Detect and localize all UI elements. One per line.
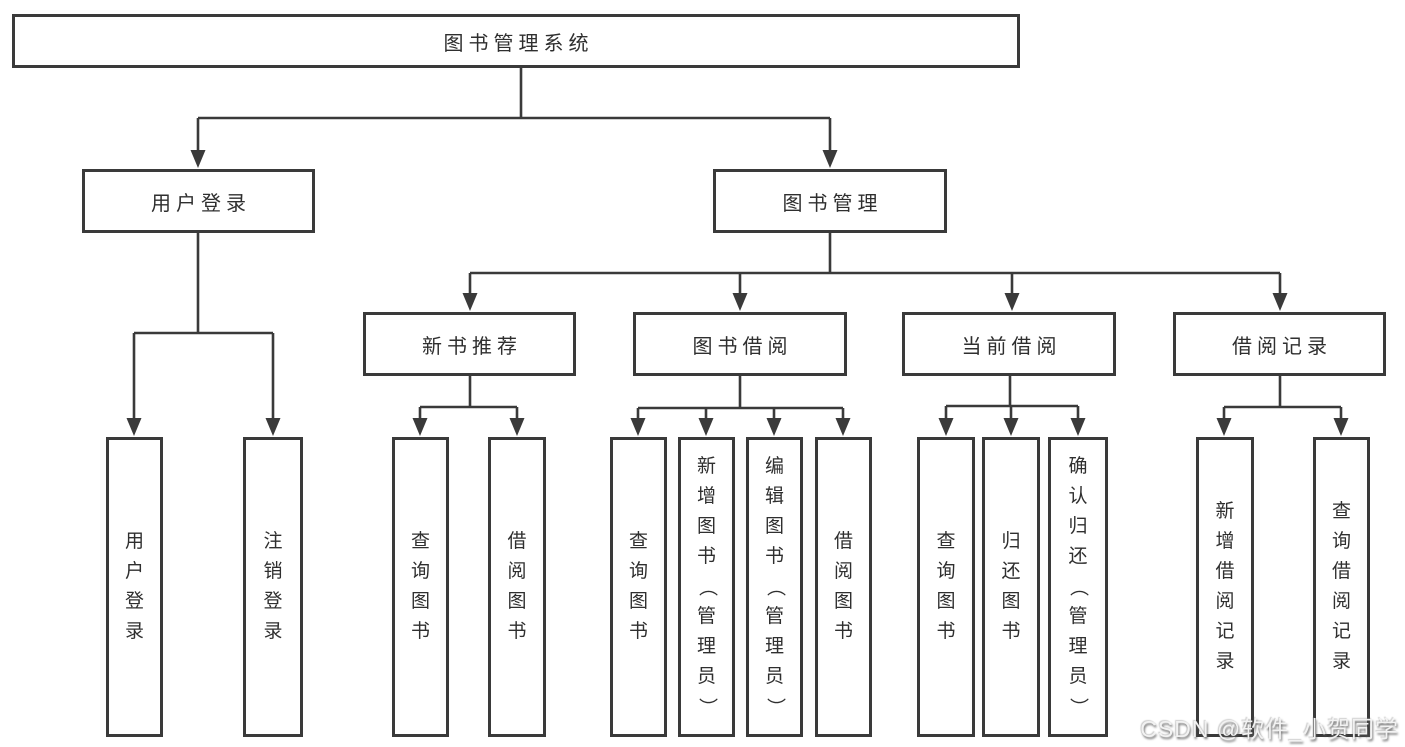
leaf-query-books-borrowing: 查询图书 xyxy=(610,437,667,737)
leaf-edit-books-admin: 编辑图书（管理员） xyxy=(746,437,803,737)
connector-borrowing-records-to-leaves xyxy=(1222,376,1343,420)
node-label: 当前借阅 xyxy=(961,335,1062,358)
node-label: 用户登录 xyxy=(151,192,251,215)
csdn-watermark: CSDN @软件_小贺同学 xyxy=(1140,716,1399,742)
leaf-query-books-recommend: 查询图书 xyxy=(392,437,449,737)
node-label: 归还图书 xyxy=(1001,531,1021,642)
leaf-confirm-return-admin: 确认归还（管理员） xyxy=(1048,437,1108,737)
leaf-user-login: 用户登录 xyxy=(106,437,163,737)
connector-root-to-level2 xyxy=(196,68,832,152)
node-label: 新增图书（管理员） xyxy=(696,456,718,717)
node-label: 查询图书 xyxy=(628,531,648,642)
connector-book-management-to-level3 xyxy=(468,233,1282,295)
leaf-borrow-books: 借阅图书 xyxy=(815,437,872,737)
node-label: 借阅图书 xyxy=(507,531,527,642)
node-label: 借阅记录 xyxy=(1232,335,1332,358)
leaf-add-borrowing-record: 新增借阅记录 xyxy=(1196,437,1254,737)
node-user-login: 用户登录 xyxy=(82,169,315,233)
leaf-query-books-current: 查询图书 xyxy=(917,437,975,737)
node-label: 查询图书 xyxy=(410,531,430,642)
leaf-query-borrowing-record: 查询借阅记录 xyxy=(1313,437,1370,737)
leaf-borrow-books-recommend: 借阅图书 xyxy=(488,437,546,737)
node-label: 图书管理系统 xyxy=(443,32,594,55)
node-label: 查询借阅记录 xyxy=(1331,501,1351,672)
leaf-return-books: 归还图书 xyxy=(982,437,1040,737)
node-label: 编辑图书（管理员） xyxy=(764,456,786,717)
node-label: 查询图书 xyxy=(936,531,956,642)
connector-new-book-to-leaves xyxy=(418,376,519,420)
node-borrowing-records: 借阅记录 xyxy=(1173,312,1386,376)
node-label: 新增借阅记录 xyxy=(1215,501,1235,672)
node-label: 确认归还（管理员） xyxy=(1067,456,1089,717)
node-new-book-recommendation: 新书推荐 xyxy=(363,312,576,376)
node-book-management: 图书管理 xyxy=(713,169,947,233)
connector-book-borrowing-to-leaves xyxy=(636,376,845,420)
node-label: 借阅图书 xyxy=(833,531,853,642)
connector-current-borrowing-to-leaves xyxy=(944,376,1080,420)
node-label: 图书管理 xyxy=(782,192,883,215)
node-label: 图书借阅 xyxy=(692,335,793,358)
leaf-logout: 注销登录 xyxy=(243,437,303,737)
node-label: 注销登录 xyxy=(263,531,283,642)
node-book-borrowing: 图书借阅 xyxy=(633,312,847,376)
node-current-borrowing: 当前借阅 xyxy=(902,312,1116,376)
node-label: 用户登录 xyxy=(124,531,144,642)
connector-user-login-to-leaves xyxy=(132,233,275,420)
node-library-management-system: 图书管理系统 xyxy=(12,14,1020,68)
node-label: 新书推荐 xyxy=(422,335,522,358)
leaf-add-books-admin: 新增图书（管理员） xyxy=(678,437,735,737)
